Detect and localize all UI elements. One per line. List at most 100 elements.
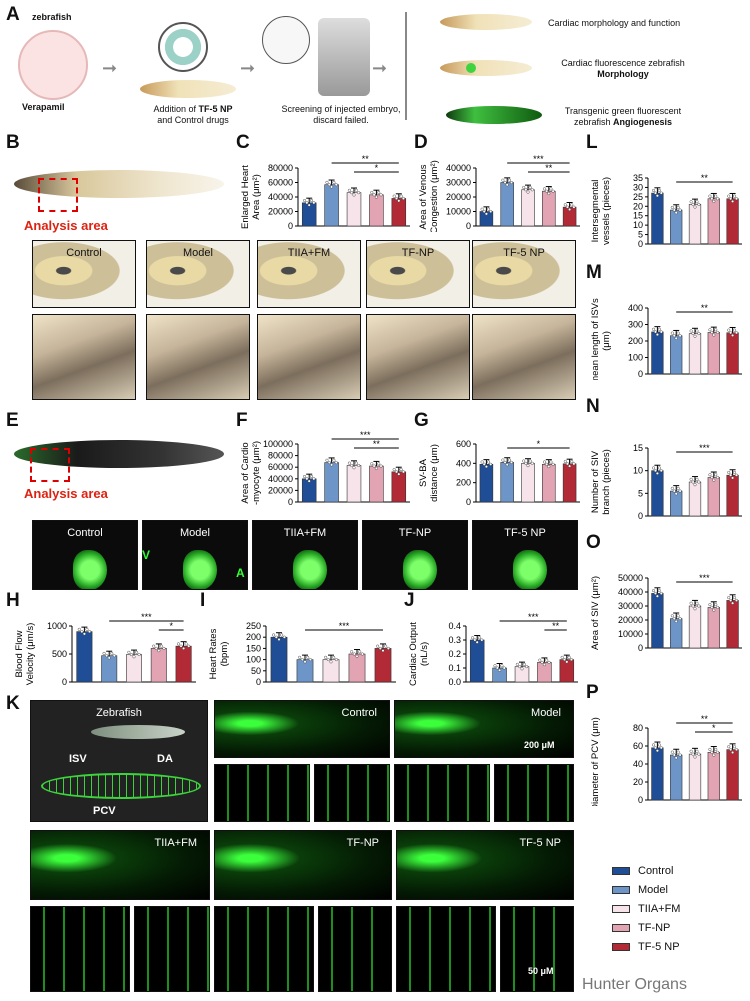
legend-swatch	[612, 924, 630, 933]
tick-label: 40000	[268, 192, 293, 202]
y-axis-label-line: Heart Rates	[208, 628, 219, 679]
tick-label: 0	[638, 239, 643, 249]
bar	[324, 184, 339, 227]
y-axis-label: Area of Cardio-myocyte (μm²)	[240, 441, 262, 505]
data-point	[691, 604, 695, 608]
tick-label: 10	[633, 220, 643, 230]
data-point	[562, 658, 566, 662]
arrow-icon: ➞	[240, 58, 256, 78]
data-point	[129, 653, 133, 657]
data-point	[731, 199, 735, 203]
data-point	[384, 644, 388, 648]
data-point	[731, 601, 735, 605]
tick-label: 25	[633, 192, 643, 202]
bar	[651, 593, 664, 649]
data-point	[734, 197, 738, 201]
data-point	[515, 662, 519, 666]
significance-label: **	[373, 439, 381, 449]
tick-label: 0	[288, 221, 293, 231]
data-point	[568, 207, 572, 211]
data-point	[308, 658, 312, 662]
data-point	[567, 655, 571, 659]
data-point	[489, 462, 493, 466]
data-point	[312, 201, 316, 205]
data-point	[670, 614, 674, 618]
data-point	[708, 473, 712, 477]
data-point	[305, 477, 309, 481]
data-point	[689, 329, 693, 333]
data-point	[501, 458, 505, 462]
significance-label: ***	[699, 573, 710, 583]
embryo-icon	[91, 725, 185, 739]
data-point	[714, 473, 718, 477]
data-point	[397, 472, 401, 476]
data-point	[729, 473, 733, 477]
data-point	[357, 191, 361, 195]
data-point	[678, 334, 682, 338]
data-point	[693, 334, 697, 338]
data-point	[731, 476, 735, 480]
data-point	[734, 598, 738, 602]
brightfield-model: Model	[146, 240, 250, 308]
bar	[521, 463, 535, 503]
brightfield-tf5np: TF-5 NP	[472, 240, 576, 308]
tick-label: 300	[628, 320, 643, 330]
legend-label: TIIA+FM	[638, 903, 681, 915]
bar	[651, 747, 664, 801]
zebrafish-label: zebrafish	[32, 12, 72, 22]
tick-label: 100	[628, 353, 643, 363]
data-point	[525, 665, 529, 669]
tick-label: 20	[633, 777, 643, 787]
data-point	[727, 470, 731, 474]
tick-label: 0.0	[448, 677, 461, 687]
legend-swatch	[612, 943, 630, 952]
y-axis-label-line: Area of Venous	[418, 164, 429, 229]
zebrafish-title: Zebrafish	[96, 707, 142, 719]
tick-label: 150	[246, 643, 261, 653]
bar	[270, 636, 288, 683]
panel-label-i: I	[200, 590, 206, 611]
data-point	[520, 667, 524, 671]
data-point	[538, 658, 542, 662]
data-point	[655, 594, 659, 598]
addition-text-2: and Control drugs	[157, 115, 229, 125]
data-point	[500, 664, 504, 668]
data-point	[670, 486, 674, 490]
data-point	[509, 460, 513, 464]
scale-bar-label: 50 μM	[528, 966, 554, 976]
data-point	[478, 636, 482, 640]
data-point	[734, 331, 738, 335]
data-point	[657, 589, 661, 593]
data-point	[480, 638, 484, 642]
addition-text: Addition of	[153, 104, 199, 114]
tick-label: 200	[456, 478, 471, 488]
arrow-icon: ➞	[102, 58, 118, 78]
tick-label: 15	[633, 443, 643, 453]
bar	[374, 648, 392, 683]
panel-label-j: J	[404, 590, 415, 611]
bar	[688, 333, 702, 375]
data-point	[332, 180, 336, 184]
tick-label: 0	[466, 221, 471, 231]
caption: TF-5 NP	[504, 527, 546, 539]
atrium-label: A	[236, 566, 245, 580]
vessel-zoom	[500, 906, 574, 992]
legend-swatch	[612, 886, 630, 895]
data-point	[659, 746, 663, 750]
legend-label: TF-5 NP	[638, 941, 680, 953]
data-point	[303, 474, 307, 478]
caption: TIIA+FM	[154, 837, 197, 849]
significance-label: *	[537, 439, 541, 449]
data-point	[563, 459, 567, 463]
bar	[500, 462, 514, 503]
outcome-3-text: Transgenic green fluorescent	[564, 106, 682, 116]
data-point	[524, 188, 528, 192]
data-point	[714, 328, 718, 332]
analysis-area-label: Analysis area	[24, 486, 108, 501]
data-point	[272, 633, 276, 637]
